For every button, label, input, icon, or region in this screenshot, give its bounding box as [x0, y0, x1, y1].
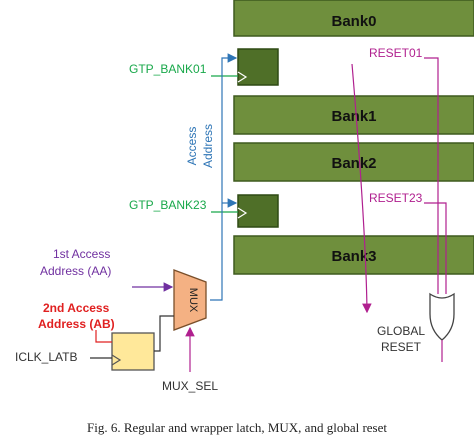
latch-bank01 — [237, 48, 279, 86]
access-address-label-line1: Access — [185, 127, 199, 166]
bank3-block: Bank3 — [233, 235, 474, 275]
iclk-latb-label: ICLK_LATB — [15, 350, 77, 364]
bank0-label: Bank0 — [331, 13, 376, 30]
second-access-label-line1: 2nd Access — [43, 301, 110, 315]
bank3-label: Bank3 — [331, 248, 376, 265]
second-access-label-line2: Address (AB) — [38, 317, 115, 331]
reset01-label: RESET01 — [369, 46, 423, 60]
figure-caption: Fig. 6. Regular and wrapper latch, MUX, … — [86, 420, 387, 435]
bank2-block: Bank2 — [233, 142, 474, 182]
second-access-wire — [95, 330, 112, 343]
bank2-label: Bank2 — [331, 155, 376, 172]
reset-curved-arrow — [351, 63, 372, 314]
latch-bank23 — [237, 194, 279, 228]
mux-block — [173, 269, 207, 331]
mux-label: MUX — [187, 288, 199, 313]
bank0-block: Bank0 — [233, 0, 474, 37]
gtp-bank23-label: GTP_BANK23 — [129, 198, 207, 212]
global-reset-or-gate — [429, 292, 455, 341]
reset23-label: RESET23 — [369, 191, 423, 205]
mux-sel-label: MUX_SEL — [162, 379, 218, 393]
bank1-label: Bank1 — [331, 108, 376, 125]
latch-to-mux-line — [154, 315, 174, 352]
global-reset-label-line2: RESET — [381, 340, 422, 354]
first-access-label-line2: Address (AA) — [40, 264, 111, 278]
small-latch — [111, 332, 155, 371]
first-access-label-line1: 1st Access — [53, 247, 110, 261]
bank1-block: Bank1 — [233, 95, 474, 135]
access-address-bus — [210, 53, 238, 301]
reset01-line — [424, 57, 439, 294]
gtp-bank01-label: GTP_BANK01 — [129, 62, 207, 76]
reset23-line — [424, 202, 447, 294]
global-reset-label-line1: GLOBAL — [377, 324, 425, 338]
access-address-label-line2: Address — [201, 124, 215, 168]
